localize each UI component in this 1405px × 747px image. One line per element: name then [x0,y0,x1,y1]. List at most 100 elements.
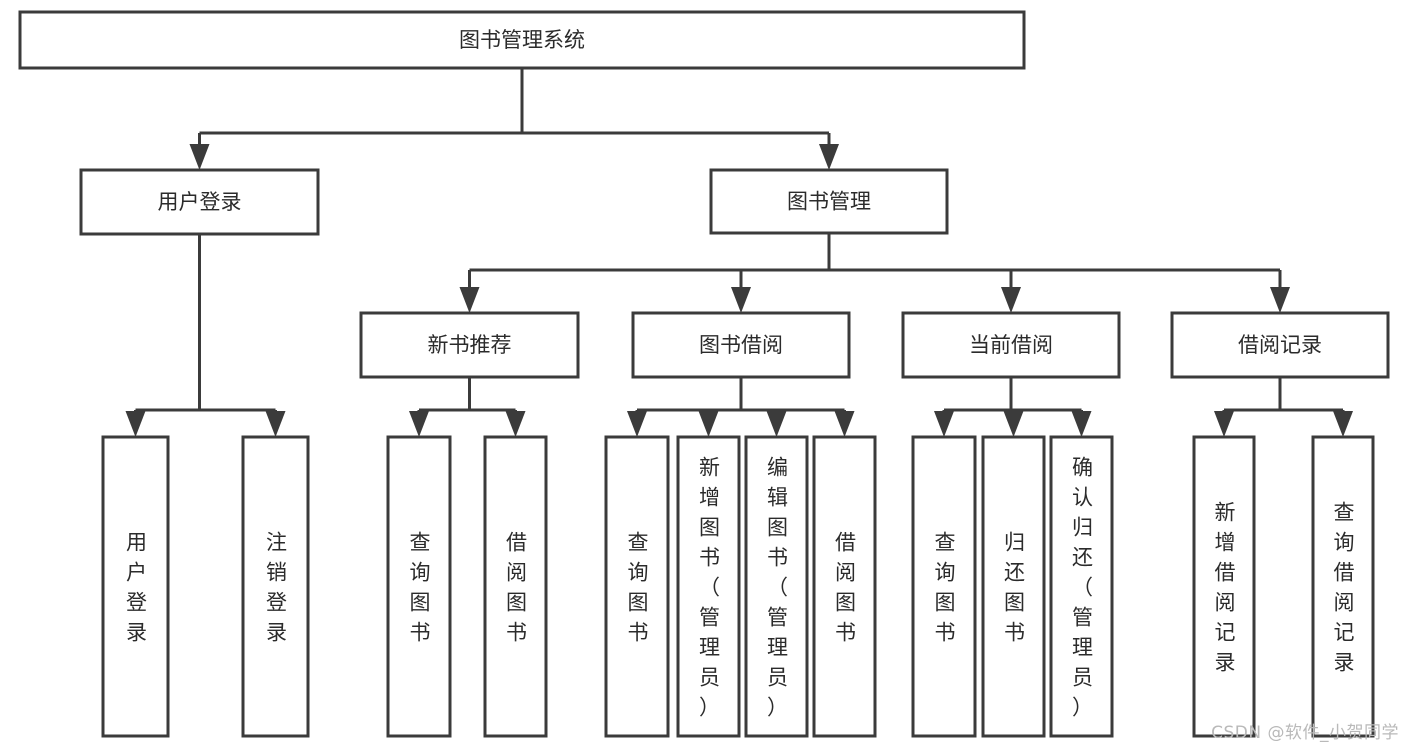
node-borrow-record-box[interactable] [1170,311,1390,379]
node-root-root-label: 图书管理系统 [459,28,585,52]
node-leaf-borrow-book-1-label-char: 书 [506,621,527,645]
node-leaf-query-book-1-label-char: 询 [410,561,431,585]
node-leaf-borrow-book-2-box[interactable] [812,435,877,738]
node-leaf-confirm-return-label-char: 还 [1072,546,1093,570]
node-root-root-box[interactable] [18,10,1026,70]
node-leaf-add-book-label-char: 增 [699,486,720,510]
node-current-borrow[interactable]: 当前借阅 [901,311,1121,379]
node-leaf-edit-book-label-char: 图 [767,516,788,540]
node-leaf-query-book-2-box[interactable] [604,435,670,738]
node-leaf-return-book-label-char: 图 [1004,591,1025,615]
node-leaf-confirm-return-label-char: （ [1072,576,1093,600]
node-leaf-edit-book-label-char: 编 [767,456,788,480]
node-leaf-borrow-book-1-label-char: 图 [506,591,527,615]
book-borrow-to-leaf-1-arrowhead [698,411,719,437]
node-layer: 图书管理系统用户登录图书管理新书推荐图书借阅当前借阅借阅记录用户登录注销登录查询… [18,10,1390,738]
node-leaf-query-book-2-label-char: 书 [628,621,649,645]
node-leaf-add-book-label-char: （ [699,576,720,600]
node-book-manage[interactable]: 图书管理 [709,168,949,235]
node-leaf-borrow-book-2-label-char: 图 [835,591,856,615]
node-leaf-user-login-label-char: 登 [126,591,147,615]
node-leaf-add-book-label-char: 理 [699,636,720,660]
node-leaf-add-book-box[interactable] [676,435,741,738]
l2-to-l3-1-arrowhead [731,287,751,313]
node-leaf-logout-label-char: 注 [266,531,287,555]
l2-to-l3-3-arrowhead [1270,287,1290,313]
node-leaf-query-record-label-char: 记 [1334,621,1355,645]
node-current-borrow-box[interactable] [901,311,1121,379]
root-to-l2-0-arrowhead [189,144,210,170]
node-leaf-edit-book-label-char: 书 [767,546,788,570]
node-leaf-query-book-3-label-char: 图 [935,591,956,615]
node-leaf-add-record-box[interactable] [1192,435,1256,738]
node-new-book-recommend-box[interactable] [359,311,580,379]
l2-to-l3-0-arrowhead [459,287,480,313]
node-leaf-query-book-2-label-char: 图 [628,591,649,615]
node-leaf-confirm-return-label-char: 归 [1072,516,1093,540]
node-leaf-add-record-label-char: 借 [1215,561,1236,585]
node-leaf-add-book-label-char: 图 [699,516,720,540]
node-new-book-recommend-label: 新书推荐 [428,333,512,357]
node-leaf-user-login[interactable]: 用户登录 [101,435,170,738]
node-leaf-user-login-label-char: 录 [126,621,147,645]
node-leaf-return-book-label-char: 归 [1004,531,1025,555]
node-leaf-borrow-book-1-box[interactable] [483,435,548,738]
node-leaf-add-record-label-char: 阅 [1215,591,1236,615]
borrow-record-to-leaf-1-arrowhead [1333,411,1353,437]
root-to-l2-1-arrowhead [819,144,839,170]
node-leaf-add-record-label-char: 增 [1215,531,1236,555]
node-user-login-box[interactable] [79,168,320,236]
node-leaf-query-book-3-label-char: 书 [935,621,956,645]
node-leaf-query-record-label-char: 阅 [1334,591,1355,615]
node-leaf-confirm-return-label-char: 确 [1072,456,1093,480]
node-leaf-confirm-return-label-char: 管 [1072,606,1093,630]
node-leaf-add-book-label-char: 员 [699,666,720,690]
node-leaf-logout-label-char: 录 [266,621,287,645]
node-leaf-user-login-label-char: 户 [126,561,147,585]
node-leaf-query-record-label-char: 借 [1334,561,1355,585]
node-root-root[interactable]: 图书管理系统 [18,10,1026,70]
node-leaf-query-record-label-char: 录 [1334,651,1355,675]
node-leaf-query-book-1-box[interactable] [386,435,452,738]
user-login-to-leaf-0-arrowhead [125,411,146,437]
node-book-manage-box[interactable] [709,168,949,235]
node-leaf-add-book-label-char: 书 [699,546,720,570]
l2-to-l3-2-arrowhead [1001,287,1021,313]
node-leaf-borrow-book-2-label-char: 书 [835,621,856,645]
node-leaf-borrow-book-1-label-char: 借 [506,531,527,555]
node-borrow-record[interactable]: 借阅记录 [1170,311,1390,379]
node-leaf-query-book-3-label-char: 询 [935,561,956,585]
node-leaf-confirm-return-label-char: ） [1072,696,1093,720]
book-borrow-to-leaf-2-arrowhead [766,411,787,437]
node-leaf-logout-label-char: 销 [266,561,287,585]
node-leaf-return-book-box[interactable] [981,435,1046,738]
node-book-borrow[interactable]: 图书借阅 [631,311,851,379]
node-leaf-add-book-label-char: ） [699,696,720,720]
node-leaf-query-record-box[interactable] [1311,435,1375,738]
node-leaf-query-book-3-box[interactable] [911,435,977,738]
node-user-login[interactable]: 用户登录 [79,168,320,236]
new-book-recommend-to-leaf-0-arrowhead [409,411,429,437]
node-leaf-confirm-return-label-char: 理 [1072,636,1093,660]
node-new-book-recommend[interactable]: 新书推荐 [359,311,580,379]
node-leaf-confirm-return-label-char: 认 [1072,486,1093,510]
node-leaf-edit-book-box[interactable] [744,435,809,738]
node-leaf-user-login-label-char: 用 [126,531,147,555]
node-leaf-confirm-return-box[interactable] [1049,435,1114,738]
node-leaf-user-login-box[interactable] [101,435,170,738]
node-leaf-add-book-label-char: 新 [699,456,720,480]
node-leaf-logout-box[interactable] [241,435,310,738]
node-book-borrow-box[interactable] [631,311,851,379]
